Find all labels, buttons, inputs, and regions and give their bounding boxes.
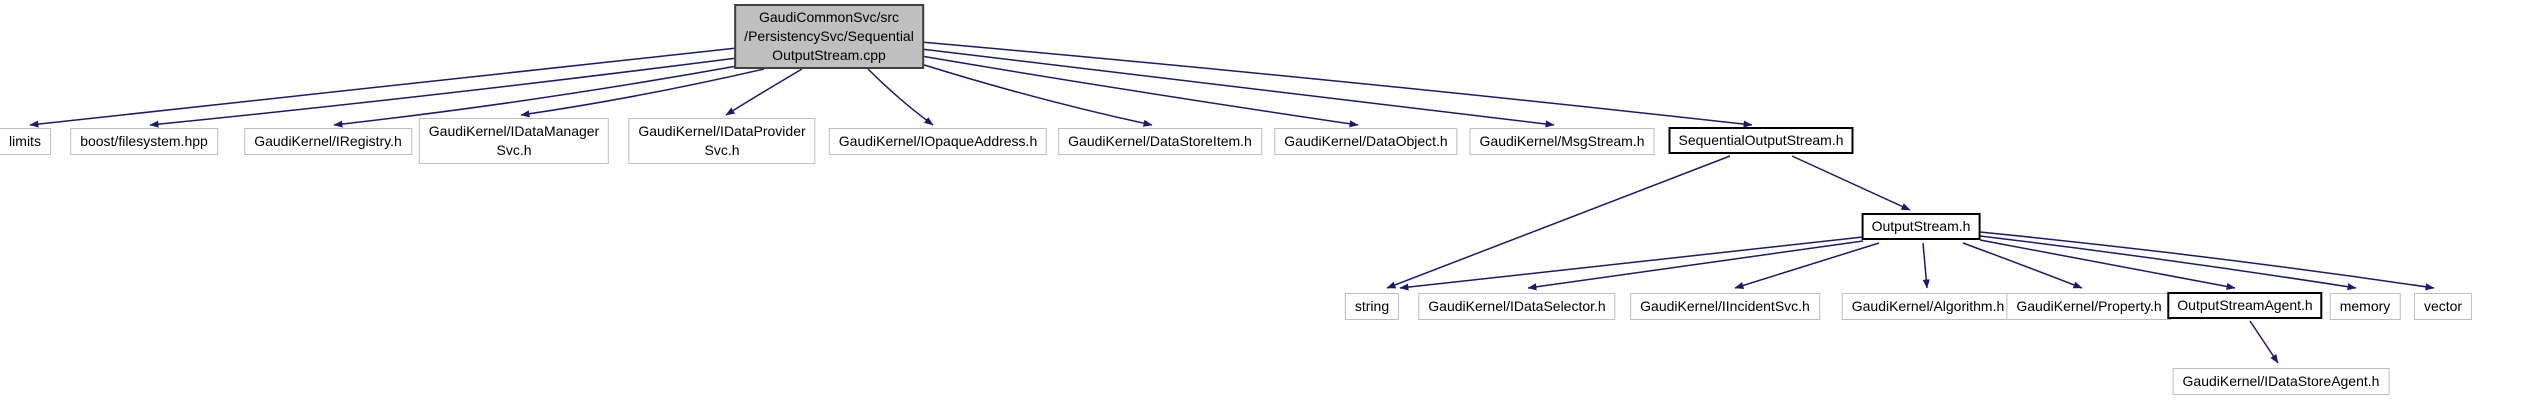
node-gaudikernel-datastoreitem-h: GaudiKernel/DataStoreItem.h: [1058, 128, 1262, 155]
edge-outputstreamagent-idatastoreagent: [2249, 320, 2279, 364]
edge-seq-string: [1386, 155, 1731, 289]
node-root-sequentialoutputstream-cpp: GaudiCommonSvc/src /PersistencySvc/Seque…: [734, 4, 924, 69]
node-sequentialoutputstream-h[interactable]: SequentialOutputStream.h: [1668, 127, 1854, 154]
node-label-line: OutputStream.cpp: [772, 47, 886, 63]
edge-root-iregistry: [333, 65, 738, 128]
node-label-line: GaudiKernel/IDataProvider: [638, 123, 806, 139]
node-gaudikernel-idatastoreagent-h: GaudiKernel/IDataStoreAgent.h: [2172, 368, 2390, 395]
node-gaudikernel-iincidentsvc-h: GaudiKernel/IIncidentSvc.h: [1630, 293, 1820, 320]
node-gaudikernel-iopaqueaddress-h: GaudiKernel/IOpaqueAddress.h: [828, 128, 1048, 155]
node-vector: vector: [2413, 293, 2473, 320]
edge-root-dataobject: [920, 55, 1359, 128]
node-label-line: GaudiCommonSvc/src: [758, 9, 900, 25]
node-label-line: /PersistencySvc/Sequential: [744, 28, 914, 44]
node-gaudikernel-dataobject-h: GaudiKernel/DataObject.h: [1274, 128, 1458, 155]
node-gaudikernel-msgstream-h: GaudiKernel/MsgStream.h: [1469, 128, 1655, 155]
edge-outputstream-iincidentsvc: [1734, 242, 1880, 289]
edge-root-datastoreitem: [920, 63, 1153, 127]
node-limits: limits: [0, 128, 51, 155]
edge-outputstream-idataselector: [1527, 240, 1864, 291]
edge-root-idataprovidersvc: [725, 68, 803, 116]
edge-outputstream-string: [1399, 236, 1864, 291]
node-outputstreamagent-h[interactable]: OutputStreamAgent.h: [2167, 292, 2323, 319]
edge-root-boost-filesystem: [149, 57, 738, 128]
edge-root-limits: [29, 47, 738, 128]
edge-root-sequentialoutputstream: [920, 41, 1753, 128]
edge-outputstream-memory: [1979, 235, 2357, 291]
edge-outputstream-algorithm: [1922, 242, 1930, 289]
node-string: string: [1344, 293, 1400, 320]
node-memory: memory: [2329, 293, 2401, 320]
node-gaudikernel-idataprovidersvc-h: GaudiKernel/IDataProvider Svc.h: [628, 118, 816, 164]
edge-outputstream-property: [1962, 242, 2083, 289]
edge-root-msgstream: [920, 48, 1555, 128]
node-label-line: Svc.h: [496, 142, 532, 158]
edge-root-idatamanagersvc: [520, 68, 765, 118]
edge-root-iopaqueaddress: [867, 68, 934, 126]
node-gaudikernel-idataselector-h: GaudiKernel/IDataSelector.h: [1418, 293, 1616, 320]
node-gaudikernel-idatamanagersvc-h: GaudiKernel/IDataManager Svc.h: [418, 118, 610, 164]
node-gaudikernel-algorithm-h: GaudiKernel/Algorithm.h: [1841, 293, 2015, 320]
node-label-line: Svc.h: [704, 142, 740, 158]
node-boost-filesystem-hpp: boost/filesystem.hpp: [70, 128, 218, 155]
edge-outputstream-outputstreamagent: [1979, 239, 2236, 290]
node-label-line: GaudiKernel/IDataManager: [428, 123, 600, 139]
edge-outputstream-vector: [1979, 231, 2435, 291]
node-gaudikernel-property-h: GaudiKernel/Property.h: [2006, 293, 2172, 320]
node-outputstream-h[interactable]: OutputStream.h: [1861, 213, 1981, 240]
node-gaudikernel-iregistry-h: GaudiKernel/IRegistry.h: [244, 128, 412, 155]
edge-seq-outputstream: [1791, 155, 1911, 211]
